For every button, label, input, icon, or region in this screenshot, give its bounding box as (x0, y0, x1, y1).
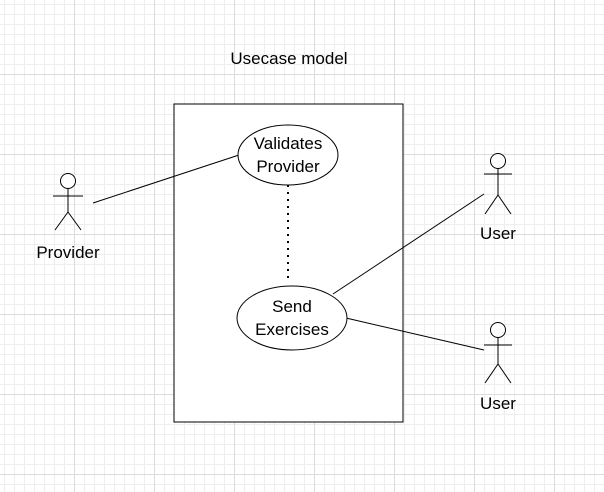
usecase-send-exercises[interactable]: Send Exercises (236, 285, 348, 351)
actor-user-2[interactable]: User (480, 322, 516, 414)
stick-figure-icon (53, 173, 83, 231)
usecase-validates-shape (237, 124, 339, 186)
association-send-user-2[interactable] (345, 317, 485, 351)
stick-figure-icon (484, 153, 512, 215)
association-provider-validates[interactable] (92, 154, 240, 204)
diagram-title[interactable]: Usecase model (230, 49, 347, 68)
usecase-validates-line-2: Provider (256, 157, 320, 176)
usecase-validates-line-1: Validates (254, 134, 323, 153)
usecase-validates-provider[interactable]: Validates Provider (237, 124, 339, 186)
actor-user-1-label: User (480, 224, 516, 243)
usecase-send-shape (236, 285, 348, 351)
association-send-user-1[interactable] (332, 193, 485, 295)
usecase-send-line-1: Send (272, 297, 312, 316)
stick-figure-icon (484, 322, 512, 384)
usecase-send-line-2: Exercises (255, 320, 329, 339)
actor-user-2-label: User (480, 394, 516, 413)
actor-user-1[interactable]: User (480, 153, 516, 244)
actor-provider-label: Provider (36, 243, 100, 262)
actor-provider[interactable]: Provider (36, 173, 100, 263)
